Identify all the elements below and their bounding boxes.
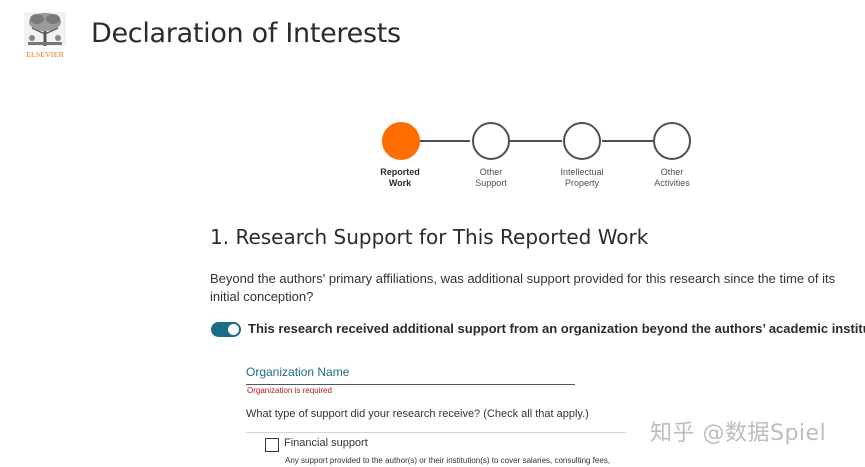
toggle-label: This research received additional suppor… <box>248 321 865 336</box>
watermark: 知乎 @数据Spiel <box>650 421 827 446</box>
financial-support-checkbox[interactable] <box>265 438 279 452</box>
additional-support-toggle[interactable] <box>211 322 241 337</box>
toggle-knob <box>228 324 239 335</box>
step-reported-work-icon[interactable] <box>382 122 420 160</box>
step-connector <box>602 140 654 142</box>
step-other-support-icon[interactable] <box>472 122 510 160</box>
page-title: Declaration of Interests <box>91 18 401 49</box>
elsevier-logo <box>22 10 68 62</box>
tree-icon <box>24 12 66 46</box>
financial-support-description: Any support provided to the author(s) or… <box>285 456 611 465</box>
divider <box>246 432 626 433</box>
organization-error-message: Organization is required <box>247 386 332 395</box>
step-intellectual-property-icon[interactable] <box>563 122 601 160</box>
support-question-text: Beyond the authors' primary affiliations… <box>210 271 836 304</box>
step-other-activities-icon[interactable] <box>653 122 691 160</box>
logo-text: ELSEVIER <box>26 50 64 59</box>
section-heading: 1. Research Support for This Reported Wo… <box>210 225 649 249</box>
financial-support-label[interactable]: Financial support <box>284 437 368 449</box>
support-type-question: What type of support did your research r… <box>246 408 589 420</box>
step-connector <box>420 140 470 142</box>
organization-name-input[interactable] <box>246 362 575 385</box>
step-connector <box>510 140 562 142</box>
